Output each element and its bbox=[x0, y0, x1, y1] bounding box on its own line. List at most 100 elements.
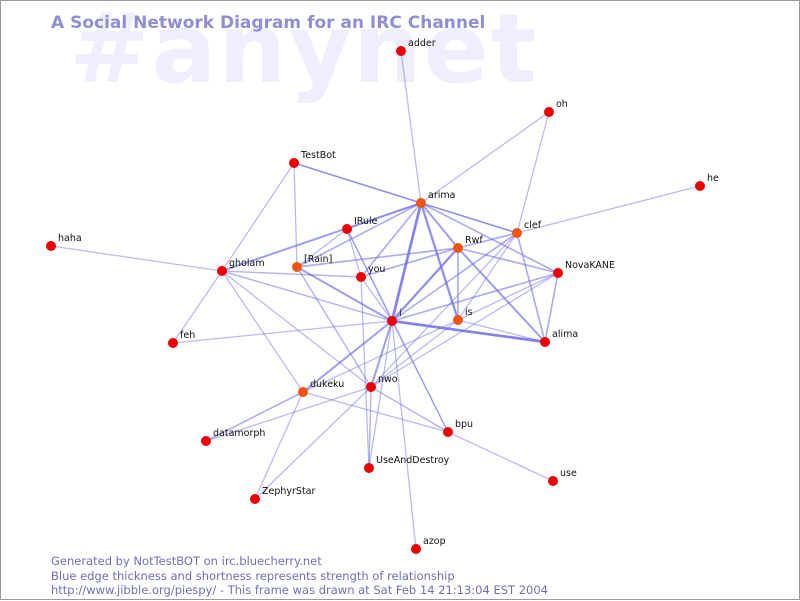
node-dot-irule[interactable] bbox=[342, 224, 352, 234]
node-dot-alima[interactable] bbox=[540, 337, 550, 347]
edge-rwf-you bbox=[360, 247, 459, 278]
node-dot-zephyrstar[interactable] bbox=[250, 494, 260, 504]
node-label-arima: arima bbox=[428, 190, 455, 201]
diagram-title: A Social Network Diagram for an IRC Chan… bbox=[51, 13, 486, 33]
node-useanddestroy[interactable]: UseAndDestroy bbox=[364, 455, 450, 473]
node-dot-rwf[interactable] bbox=[453, 243, 463, 253]
node-dot-arima[interactable] bbox=[416, 198, 426, 208]
edge-gholam-nwo bbox=[221, 270, 372, 388]
node-dot-feh[interactable] bbox=[168, 338, 178, 348]
node-nwo[interactable]: nwo bbox=[366, 374, 398, 392]
node-datamorph[interactable]: datamorph bbox=[201, 428, 265, 446]
node-dot-gholam[interactable] bbox=[217, 266, 227, 276]
edge-novakane-is bbox=[457, 272, 559, 321]
edge-arima-irule bbox=[346, 202, 422, 230]
node-label-azop: azop bbox=[423, 536, 446, 547]
edge-rwf-clef bbox=[457, 232, 518, 249]
node-dot-azop[interactable] bbox=[411, 544, 421, 554]
edge-nwo-zephyrstar bbox=[254, 386, 372, 500]
footer-generated-line: Generated by NotTestBOT on irc.bluecherr… bbox=[51, 554, 322, 568]
node-dot-nwo[interactable] bbox=[366, 382, 376, 392]
node-i[interactable]: i bbox=[387, 308, 402, 326]
edge-nwo-useanddestroy bbox=[368, 386, 372, 469]
node-label-use: use bbox=[560, 468, 577, 479]
node-azop[interactable]: azop bbox=[411, 536, 446, 554]
node-label-adder: adder bbox=[408, 38, 436, 49]
node-rain[interactable]: [Rain] bbox=[292, 254, 332, 272]
node-testbot[interactable]: TestBot bbox=[289, 150, 336, 168]
node-haha[interactable]: haha bbox=[46, 233, 82, 251]
node-is[interactable]: is bbox=[453, 307, 473, 325]
node-label-bpu: bpu bbox=[455, 419, 473, 430]
edge-arima-you bbox=[360, 202, 422, 278]
node-label-i: i bbox=[399, 308, 402, 319]
edge-dukeku-zephyrstar bbox=[254, 391, 304, 500]
node-label-alima: alima bbox=[552, 329, 578, 340]
node-dot-clef[interactable] bbox=[512, 228, 522, 238]
node-label-rain: [Rain] bbox=[304, 254, 332, 265]
node-label-gholam: gholam bbox=[229, 258, 265, 269]
node-rwf[interactable]: Rwf bbox=[453, 235, 483, 253]
edge-you-useanddestroy bbox=[360, 276, 370, 469]
node-clef[interactable]: clef bbox=[512, 220, 542, 238]
node-label-useanddestroy: UseAndDestroy bbox=[376, 455, 450, 466]
node-novakane[interactable]: NovaKANE bbox=[553, 260, 615, 278]
edge-gholam-you bbox=[221, 270, 362, 278]
edge-you-i bbox=[360, 276, 393, 322]
node-dot-bpu[interactable] bbox=[443, 427, 453, 437]
node-label-datamorph: datamorph bbox=[213, 428, 265, 439]
edge-testbot-rain bbox=[293, 162, 298, 268]
node-use[interactable]: use bbox=[548, 468, 577, 486]
edge-oh-clef bbox=[516, 111, 550, 234]
node-dot-datamorph[interactable] bbox=[201, 436, 211, 446]
node-label-rwf: Rwf bbox=[465, 235, 483, 246]
node-dot-use[interactable] bbox=[548, 476, 558, 486]
node-adder[interactable]: adder bbox=[396, 38, 436, 56]
node-label-zephyrstar: ZephyrStar bbox=[262, 486, 316, 497]
node-gholam[interactable]: gholam bbox=[217, 258, 265, 276]
node-zephyrstar[interactable]: ZephyrStar bbox=[250, 486, 316, 504]
node-label-irule: IRule bbox=[354, 216, 378, 227]
edge-dukeku-datamorph bbox=[205, 391, 304, 442]
node-bpu[interactable]: bpu bbox=[443, 419, 473, 437]
node-dukeku[interactable]: dukeku bbox=[298, 379, 344, 397]
edge-rain-irule bbox=[296, 228, 348, 268]
edge-arima-rain bbox=[296, 202, 422, 268]
edge-i-useanddestroy bbox=[368, 320, 393, 469]
channel-watermark: #anynet bbox=[69, 0, 539, 105]
node-alima[interactable]: alima bbox=[540, 329, 578, 347]
node-dot-rain[interactable] bbox=[292, 262, 302, 272]
footer-legend-line: Blue edge thickness and shortness repres… bbox=[51, 568, 455, 583]
node-irule[interactable]: IRule bbox=[342, 216, 378, 234]
edge-is-nwo bbox=[370, 319, 459, 388]
node-label-clef: clef bbox=[524, 220, 542, 231]
edge-arima-testbot bbox=[293, 162, 422, 204]
node-dot-haha[interactable] bbox=[46, 241, 56, 251]
node-dot-adder[interactable] bbox=[396, 46, 406, 56]
node-feh[interactable]: feh bbox=[168, 330, 195, 348]
edge-testbot-clef bbox=[293, 162, 518, 234]
node-oh[interactable]: oh bbox=[544, 99, 568, 117]
node-he[interactable]: he bbox=[695, 173, 719, 191]
node-you[interactable]: you bbox=[356, 264, 385, 282]
edge-i-bpu bbox=[391, 320, 449, 433]
edge-arima-rwf bbox=[420, 202, 459, 249]
node-dot-is[interactable] bbox=[453, 315, 463, 325]
node-dot-novakane[interactable] bbox=[553, 268, 563, 278]
edge-arima-gholam bbox=[221, 202, 422, 272]
node-arima[interactable]: arima bbox=[416, 190, 455, 208]
node-dot-you[interactable] bbox=[356, 272, 366, 282]
node-dot-testbot[interactable] bbox=[289, 158, 299, 168]
node-dot-oh[interactable] bbox=[544, 107, 554, 117]
node-dot-he[interactable] bbox=[695, 181, 705, 191]
edge-adder-arima bbox=[400, 50, 422, 204]
edge-novakane-nwo bbox=[370, 272, 559, 388]
node-dot-i[interactable] bbox=[387, 316, 397, 326]
node-dot-useanddestroy[interactable] bbox=[364, 463, 374, 473]
edge-feh-i bbox=[172, 320, 393, 344]
edge-arima-is bbox=[419, 201, 460, 322]
node-dot-dukeku[interactable] bbox=[298, 387, 308, 397]
